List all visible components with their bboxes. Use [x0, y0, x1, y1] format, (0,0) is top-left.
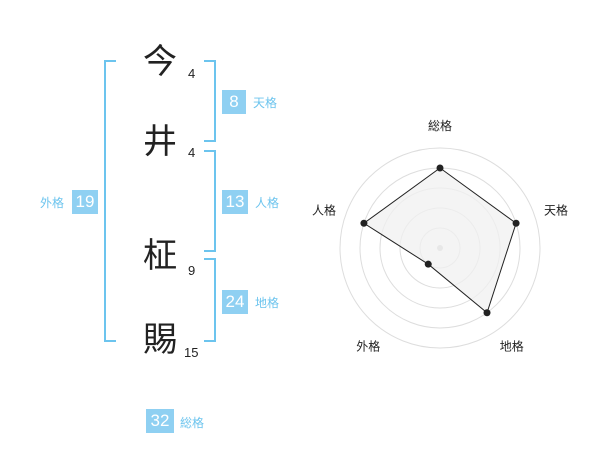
- soukaku-label: 総格: [180, 416, 205, 430]
- jinkaku-value: 13: [222, 190, 248, 214]
- name-char-1: 今: [143, 42, 177, 82]
- stroke-count-4: 15: [184, 345, 199, 360]
- stroke-count-3: 9: [188, 263, 196, 278]
- name-char-2: 井: [143, 122, 177, 162]
- tenkaku-label: 天格: [253, 96, 278, 110]
- jinkaku-bracket: [204, 150, 216, 252]
- tenkaku-bracket: [204, 60, 216, 142]
- gaikaku-value: 19: [72, 190, 98, 214]
- radar-axis-label-5: 人格: [312, 202, 336, 217]
- radar-point-1: [436, 164, 444, 172]
- stroke-count-1: 4: [188, 66, 196, 81]
- name-char-4: 賜: [143, 320, 177, 360]
- radar-polygon: [363, 167, 517, 314]
- gaikaku-bracket: [104, 60, 116, 342]
- stroke-count-2: 4: [188, 145, 196, 160]
- jinkaku-label: 人格: [255, 196, 280, 210]
- radar-shape: [360, 164, 520, 317]
- soukaku-value: 32: [146, 409, 174, 433]
- radar-axis-label-3: 地格: [500, 339, 524, 354]
- chikaku-bracket: [204, 258, 216, 342]
- radar-point-4: [424, 260, 432, 268]
- radar-ring-5: [339, 147, 541, 349]
- gaikaku-label: 外格: [40, 196, 65, 210]
- chikaku-value: 24: [222, 290, 248, 314]
- radar-axis-label-4: 外格: [356, 339, 380, 354]
- radar-axis-label-1: 総格: [428, 118, 452, 133]
- radar-point-5: [360, 219, 368, 227]
- chikaku-label: 地格: [255, 296, 280, 310]
- radar-point-3: [483, 309, 491, 317]
- radar-point-2: [512, 219, 520, 227]
- name-char-3: 柾: [143, 236, 177, 276]
- tenkaku-value: 8: [222, 90, 246, 114]
- radar-axis-label-2: 天格: [544, 202, 568, 217]
